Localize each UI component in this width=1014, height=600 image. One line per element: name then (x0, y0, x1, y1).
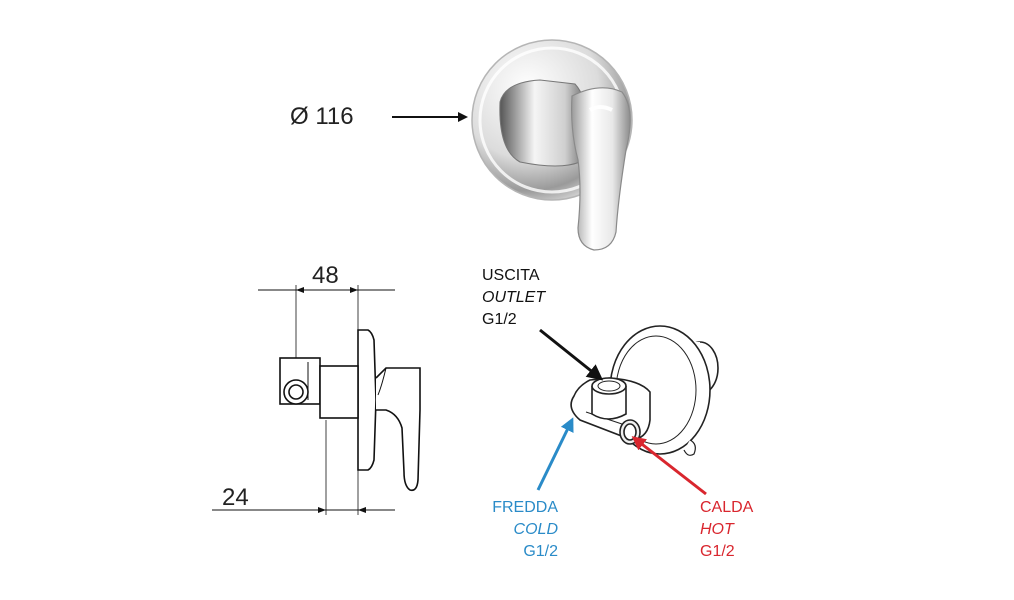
cold-label-en: COLD (513, 521, 558, 538)
outlet-label-en: OUTLET (482, 289, 546, 306)
valve-body-drawing-icon (570, 325, 719, 456)
offset-label: 24 (222, 484, 249, 511)
depth-label: 48 (312, 262, 339, 289)
diameter-label: Ø 116 (290, 103, 354, 130)
hot-label-it: CALDA (700, 499, 754, 516)
cold-thread: G1/2 (523, 543, 558, 560)
mixer-front-photo-icon (471, 39, 633, 251)
cold-label-it: FREDDA (492, 499, 558, 516)
hot-thread: G1/2 (700, 543, 735, 560)
hot-label: CALDA HOT G1/2 (700, 498, 753, 561)
outlet-arrow (539, 328, 604, 381)
cold-arrow (536, 417, 574, 491)
hot-arrow (631, 436, 707, 496)
mixer-side-drawing-icon (212, 285, 421, 515)
outlet-label: USCITA OUTLET G1/2 (482, 266, 545, 329)
outlet-thread: G1/2 (482, 311, 517, 328)
cold-label: FREDDA COLD G1/2 (478, 498, 558, 561)
hot-label-en: HOT (700, 521, 734, 538)
outlet-label-it: USCITA (482, 267, 540, 284)
